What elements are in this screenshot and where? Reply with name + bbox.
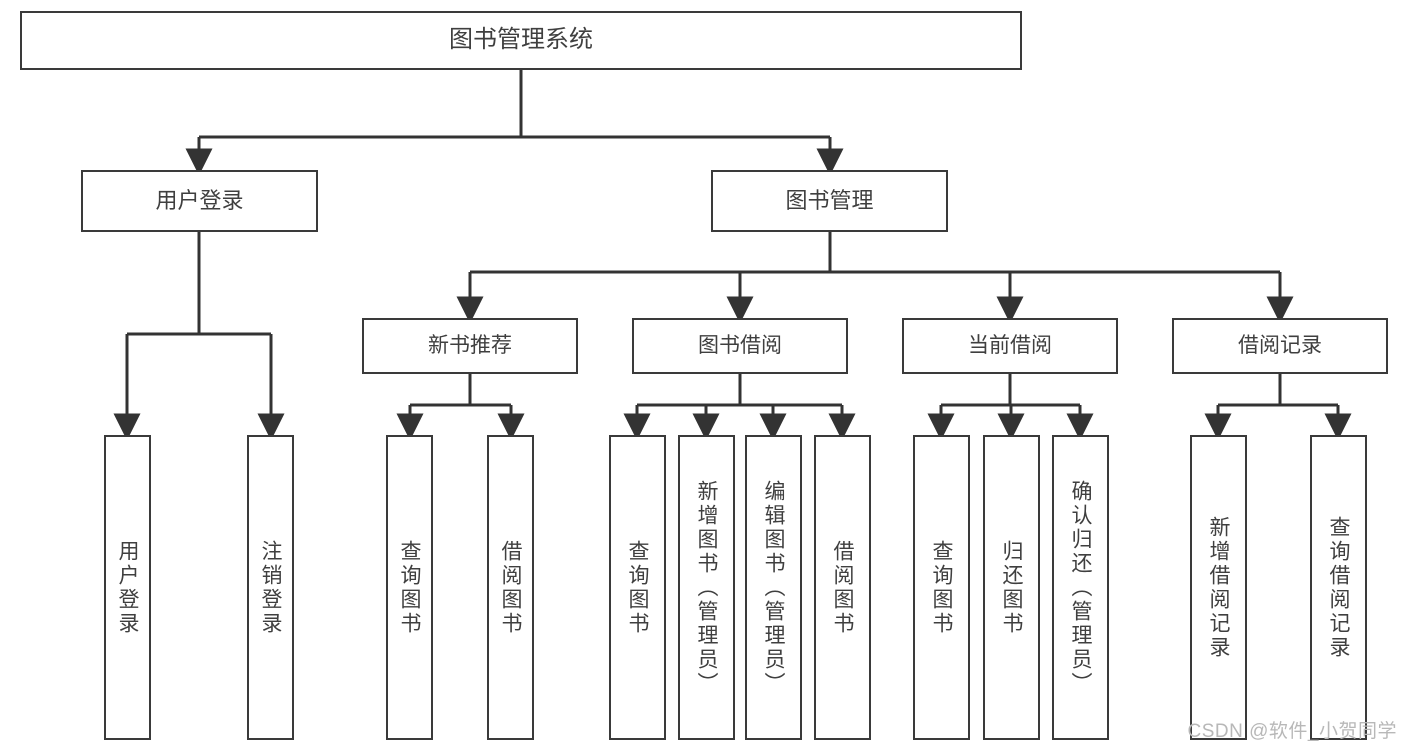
node-root[interactable]: 图书管理系统 — [20, 11, 1022, 70]
node-new-book-rec-label: 新书推荐 — [428, 333, 512, 357]
node-leaf-query-book-2[interactable]: 查询图书 — [609, 435, 666, 740]
node-leaf-edit-book[interactable]: 编辑图书（管理员） — [745, 435, 802, 740]
node-leaf-query-record-label: 查询借阅记录 — [1327, 515, 1350, 660]
node-leaf-borrow-book-1[interactable]: 借阅图书 — [487, 435, 534, 740]
node-leaf-user-logout[interactable]: 注销登录 — [247, 435, 294, 740]
node-leaf-confirm-return-label: 确认归还（管理员） — [1069, 479, 1092, 696]
watermark: CSDN @软件_小贺同学 — [1187, 721, 1397, 742]
node-leaf-query-book-3[interactable]: 查询图书 — [913, 435, 970, 740]
node-leaf-query-book-3-label: 查询图书 — [930, 539, 953, 636]
node-leaf-query-record[interactable]: 查询借阅记录 — [1310, 435, 1367, 740]
node-root-label: 图书管理系统 — [449, 26, 593, 54]
node-book-borrow[interactable]: 图书借阅 — [632, 318, 848, 374]
node-leaf-add-record-label: 新增借阅记录 — [1207, 515, 1230, 660]
node-book-manage[interactable]: 图书管理 — [711, 170, 948, 232]
node-leaf-user-login[interactable]: 用户登录 — [104, 435, 151, 740]
node-leaf-query-book-2-label: 查询图书 — [626, 539, 649, 636]
node-book-manage-label: 图书管理 — [785, 188, 874, 214]
node-leaf-confirm-return[interactable]: 确认归还（管理员） — [1052, 435, 1109, 740]
node-leaf-query-book-1[interactable]: 查询图书 — [386, 435, 433, 740]
node-current-borrow[interactable]: 当前借阅 — [902, 318, 1118, 374]
node-leaf-user-logout-label: 注销登录 — [259, 539, 282, 636]
node-leaf-add-book[interactable]: 新增图书（管理员） — [678, 435, 735, 740]
node-leaf-return-book[interactable]: 归还图书 — [983, 435, 1040, 740]
node-book-borrow-label: 图书借阅 — [698, 333, 782, 357]
node-leaf-edit-book-label: 编辑图书（管理员） — [762, 479, 785, 696]
node-leaf-add-record[interactable]: 新增借阅记录 — [1190, 435, 1247, 740]
node-borrow-record-label: 借阅记录 — [1238, 333, 1322, 357]
node-new-book-rec[interactable]: 新书推荐 — [362, 318, 578, 374]
node-user-login[interactable]: 用户登录 — [81, 170, 318, 232]
node-leaf-add-book-label: 新增图书（管理员） — [695, 479, 718, 696]
node-leaf-query-book-1-label: 查询图书 — [398, 539, 421, 636]
node-leaf-user-login-label: 用户登录 — [116, 539, 139, 636]
node-leaf-borrow-book-2-label: 借阅图书 — [831, 539, 854, 636]
node-leaf-return-book-label: 归还图书 — [1000, 539, 1023, 636]
node-user-login-label: 用户登录 — [155, 188, 244, 214]
node-borrow-record[interactable]: 借阅记录 — [1172, 318, 1388, 374]
node-leaf-borrow-book-1-label: 借阅图书 — [499, 539, 522, 636]
node-leaf-borrow-book-2[interactable]: 借阅图书 — [814, 435, 871, 740]
node-current-borrow-label: 当前借阅 — [968, 333, 1052, 357]
